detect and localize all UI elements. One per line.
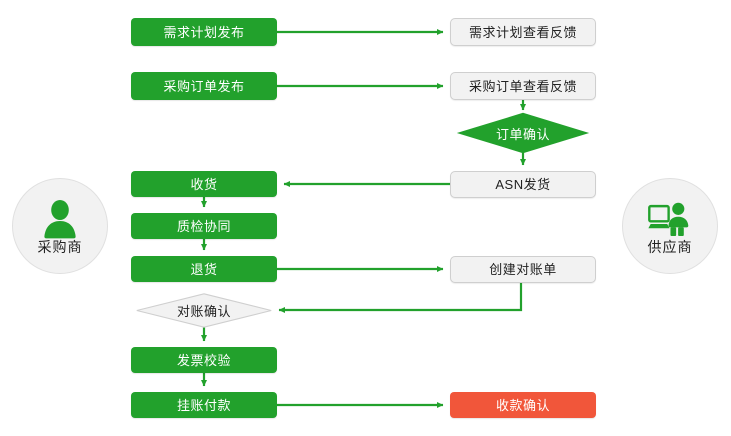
- node-receive-goods[interactable]: 收货: [131, 171, 277, 197]
- edge-create-statement-to-statement-confirm: [278, 283, 523, 314]
- actor-supplier[interactable]: 供应商: [622, 178, 718, 274]
- node-demand-plan-publish[interactable]: 需求计划发布: [131, 18, 277, 46]
- person-at-computer-icon: [648, 202, 689, 236]
- node-quality-collab[interactable]: 质检协同: [131, 213, 277, 239]
- node-receipt-confirm[interactable]: 收款确认: [450, 392, 596, 418]
- node-po-publish[interactable]: 采购订单发布: [131, 72, 277, 100]
- node-order-confirm-label: 订单确认: [495, 126, 550, 142]
- person-icon: [44, 199, 76, 238]
- node-po-feedback[interactable]: 采购订单查看反馈: [450, 72, 596, 100]
- node-invoice-verify[interactable]: 发票校验: [131, 347, 277, 373]
- node-return-goods[interactable]: 退货: [131, 256, 277, 282]
- node-order-confirm[interactable]: 订单确认: [456, 112, 590, 154]
- diamond-shape-grey: [136, 293, 272, 328]
- actor-supplier-label: 供应商: [647, 238, 693, 255]
- node-payable-payment[interactable]: 挂账付款: [131, 392, 277, 418]
- actor-buyer[interactable]: 采购商: [12, 178, 108, 274]
- node-demand-plan-feedback[interactable]: 需求计划查看反馈: [450, 18, 596, 46]
- actor-buyer-label: 采购商: [37, 238, 83, 255]
- node-create-statement[interactable]: 创建对账单: [450, 256, 596, 283]
- diamond-shape-green: [456, 112, 590, 154]
- node-asn-ship[interactable]: ASN发货: [450, 171, 596, 198]
- node-statement-confirm[interactable]: 对账确认: [136, 293, 272, 328]
- node-statement-confirm-label: 对账确认: [176, 304, 231, 319]
